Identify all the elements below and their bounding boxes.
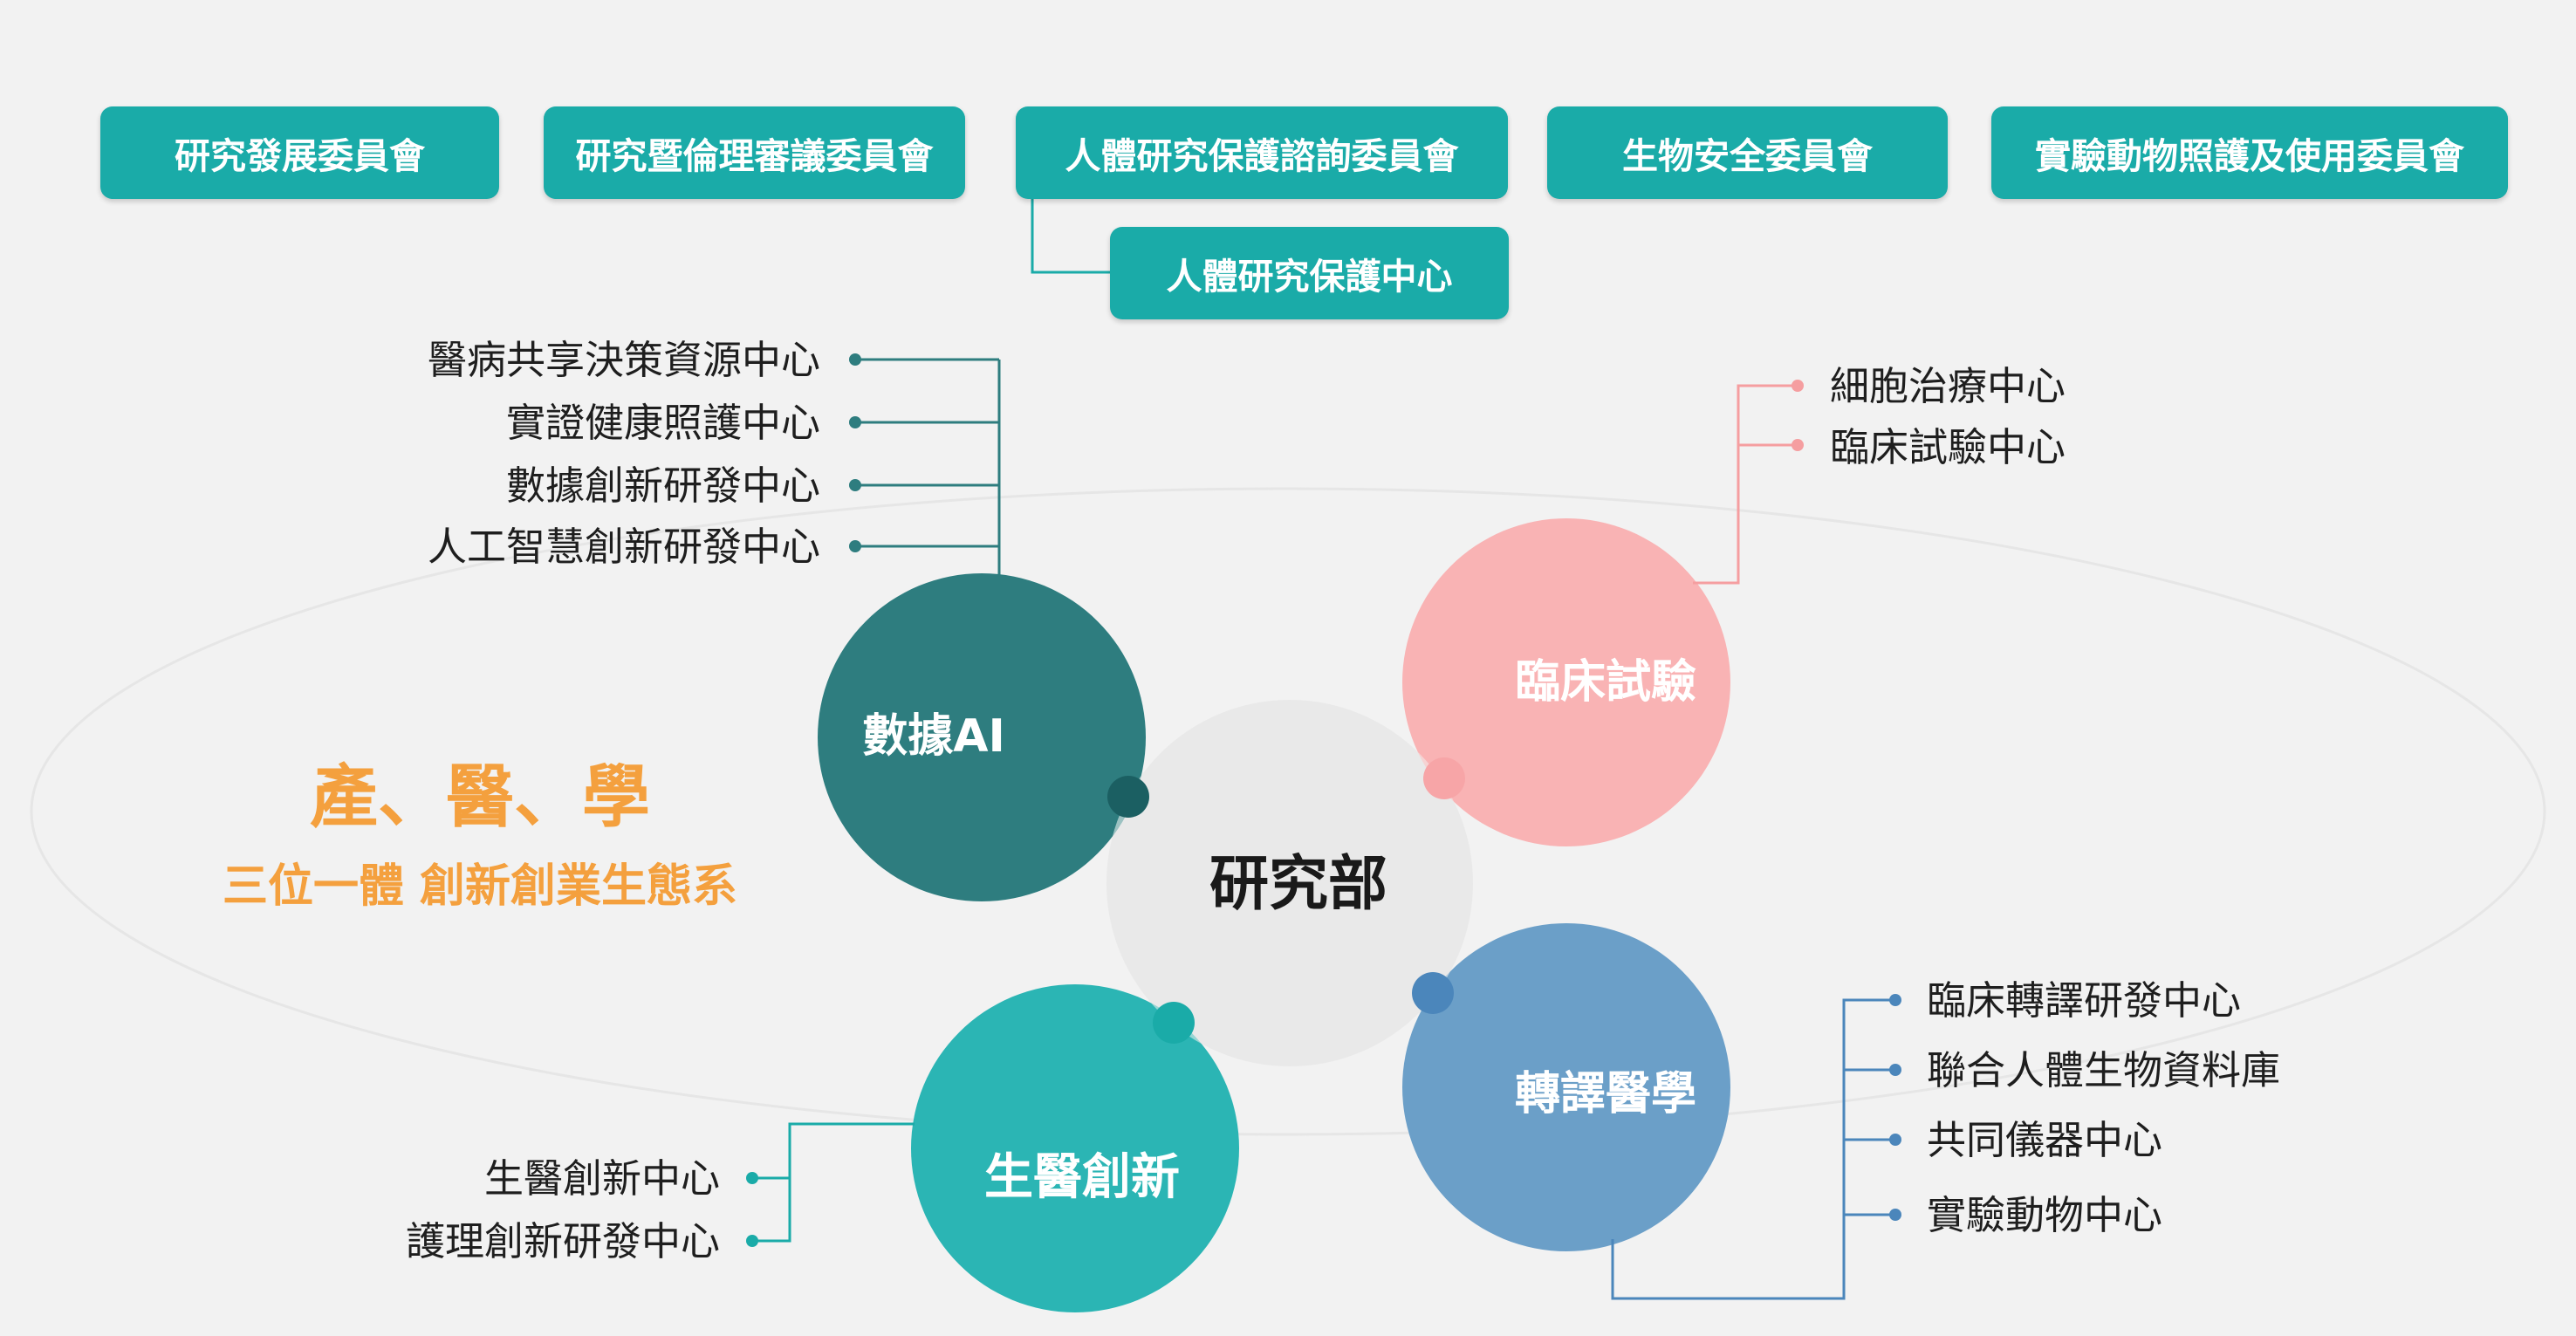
- clinical-trial-label: 臨床試驗: [1514, 656, 1696, 709]
- biomed-innovation-connectors: [752, 1122, 915, 1243]
- data-ai-bullet: [849, 540, 861, 552]
- biomed-innovation-bullet: [746, 1172, 758, 1184]
- biomed-innovation-bullet: [746, 1235, 758, 1247]
- translational-medicine-item: 實驗動物中心: [1927, 1192, 2163, 1238]
- translational-medicine-bullet: [1889, 1064, 1901, 1076]
- committee-sub-connector: [1031, 199, 1113, 274]
- translational-medicine-connectors: [1611, 998, 1895, 1300]
- translational-medicine-dot: [1412, 972, 1454, 1014]
- biomed-innovation-dot: [1153, 1002, 1195, 1044]
- biomed-innovation-label: 生醫創新: [984, 1149, 1180, 1206]
- data-ai-bullet: [849, 416, 861, 428]
- data-ai-connectors: [855, 358, 1001, 576]
- data-ai-item: 醫病共享決策資源中心: [427, 337, 820, 383]
- translational-medicine-item: 臨床轉譯研發中心: [1927, 977, 2242, 1024]
- committee-box-human-research-advisory: 人體研究保護諮詢委員會: [1016, 106, 1508, 199]
- data-ai-label: 數據AI: [862, 710, 1005, 763]
- background-ellipse: [30, 487, 2546, 1136]
- clinical-trial-circle: [1402, 518, 1730, 846]
- data-ai-item: 數據創新研發中心: [505, 462, 820, 509]
- committee-box-research-development: 研究發展委員會: [100, 106, 499, 199]
- sub-committee-box-human-research-protection: 人體研究保護中心: [1110, 227, 1509, 319]
- biomed-innovation-item: 生醫創新中心: [483, 1155, 720, 1202]
- translational-medicine-bullet: [1889, 1209, 1901, 1221]
- biomed-innovation-circle: [911, 984, 1239, 1312]
- translational-medicine-bullet: [1889, 994, 1901, 1006]
- clinical-trial-connectors: [1693, 384, 1798, 585]
- committee-box-biosafety: 生物安全委員會: [1547, 106, 1948, 199]
- data-ai-item: 人工智慧創新研發中心: [427, 524, 820, 570]
- tagline-sub: 三位一體 創新創業生態系: [222, 860, 738, 913]
- center-circle: [1106, 700, 1473, 1066]
- committee-box-research-ethics: 研究暨倫理審議委員會: [544, 106, 965, 199]
- translational-medicine-circle: [1402, 923, 1730, 1251]
- tagline-main: 產、醫、學: [309, 758, 650, 837]
- clinical-trial-item: 細胞治療中心: [1830, 363, 2066, 409]
- committee-box-animal-care: 實驗動物照護及使用委員會: [1991, 106, 2508, 199]
- data-ai-dot: [1107, 776, 1149, 818]
- clinical-trial-dot: [1423, 757, 1465, 799]
- clinical-trial-item: 臨床試驗中心: [1830, 424, 2066, 470]
- clinical-trial-bullet: [1792, 380, 1804, 392]
- translational-medicine-label: 轉譯醫學: [1514, 1068, 1696, 1120]
- biomed-innovation-item: 護理創新研發中心: [405, 1218, 720, 1264]
- translational-medicine-bullet: [1889, 1134, 1901, 1146]
- data-ai-bullet: [849, 353, 861, 366]
- data-ai-item: 實證健康照護中心: [505, 400, 820, 446]
- data-ai-bullet: [849, 479, 861, 491]
- data-ai-circle: [818, 573, 1146, 901]
- clinical-trial-bullet: [1792, 439, 1804, 451]
- translational-medicine-item: 聯合人體生物資料庫: [1927, 1047, 2281, 1093]
- center-label: 研究部: [1209, 850, 1387, 919]
- translational-medicine-item: 共同儀器中心: [1927, 1117, 2163, 1163]
